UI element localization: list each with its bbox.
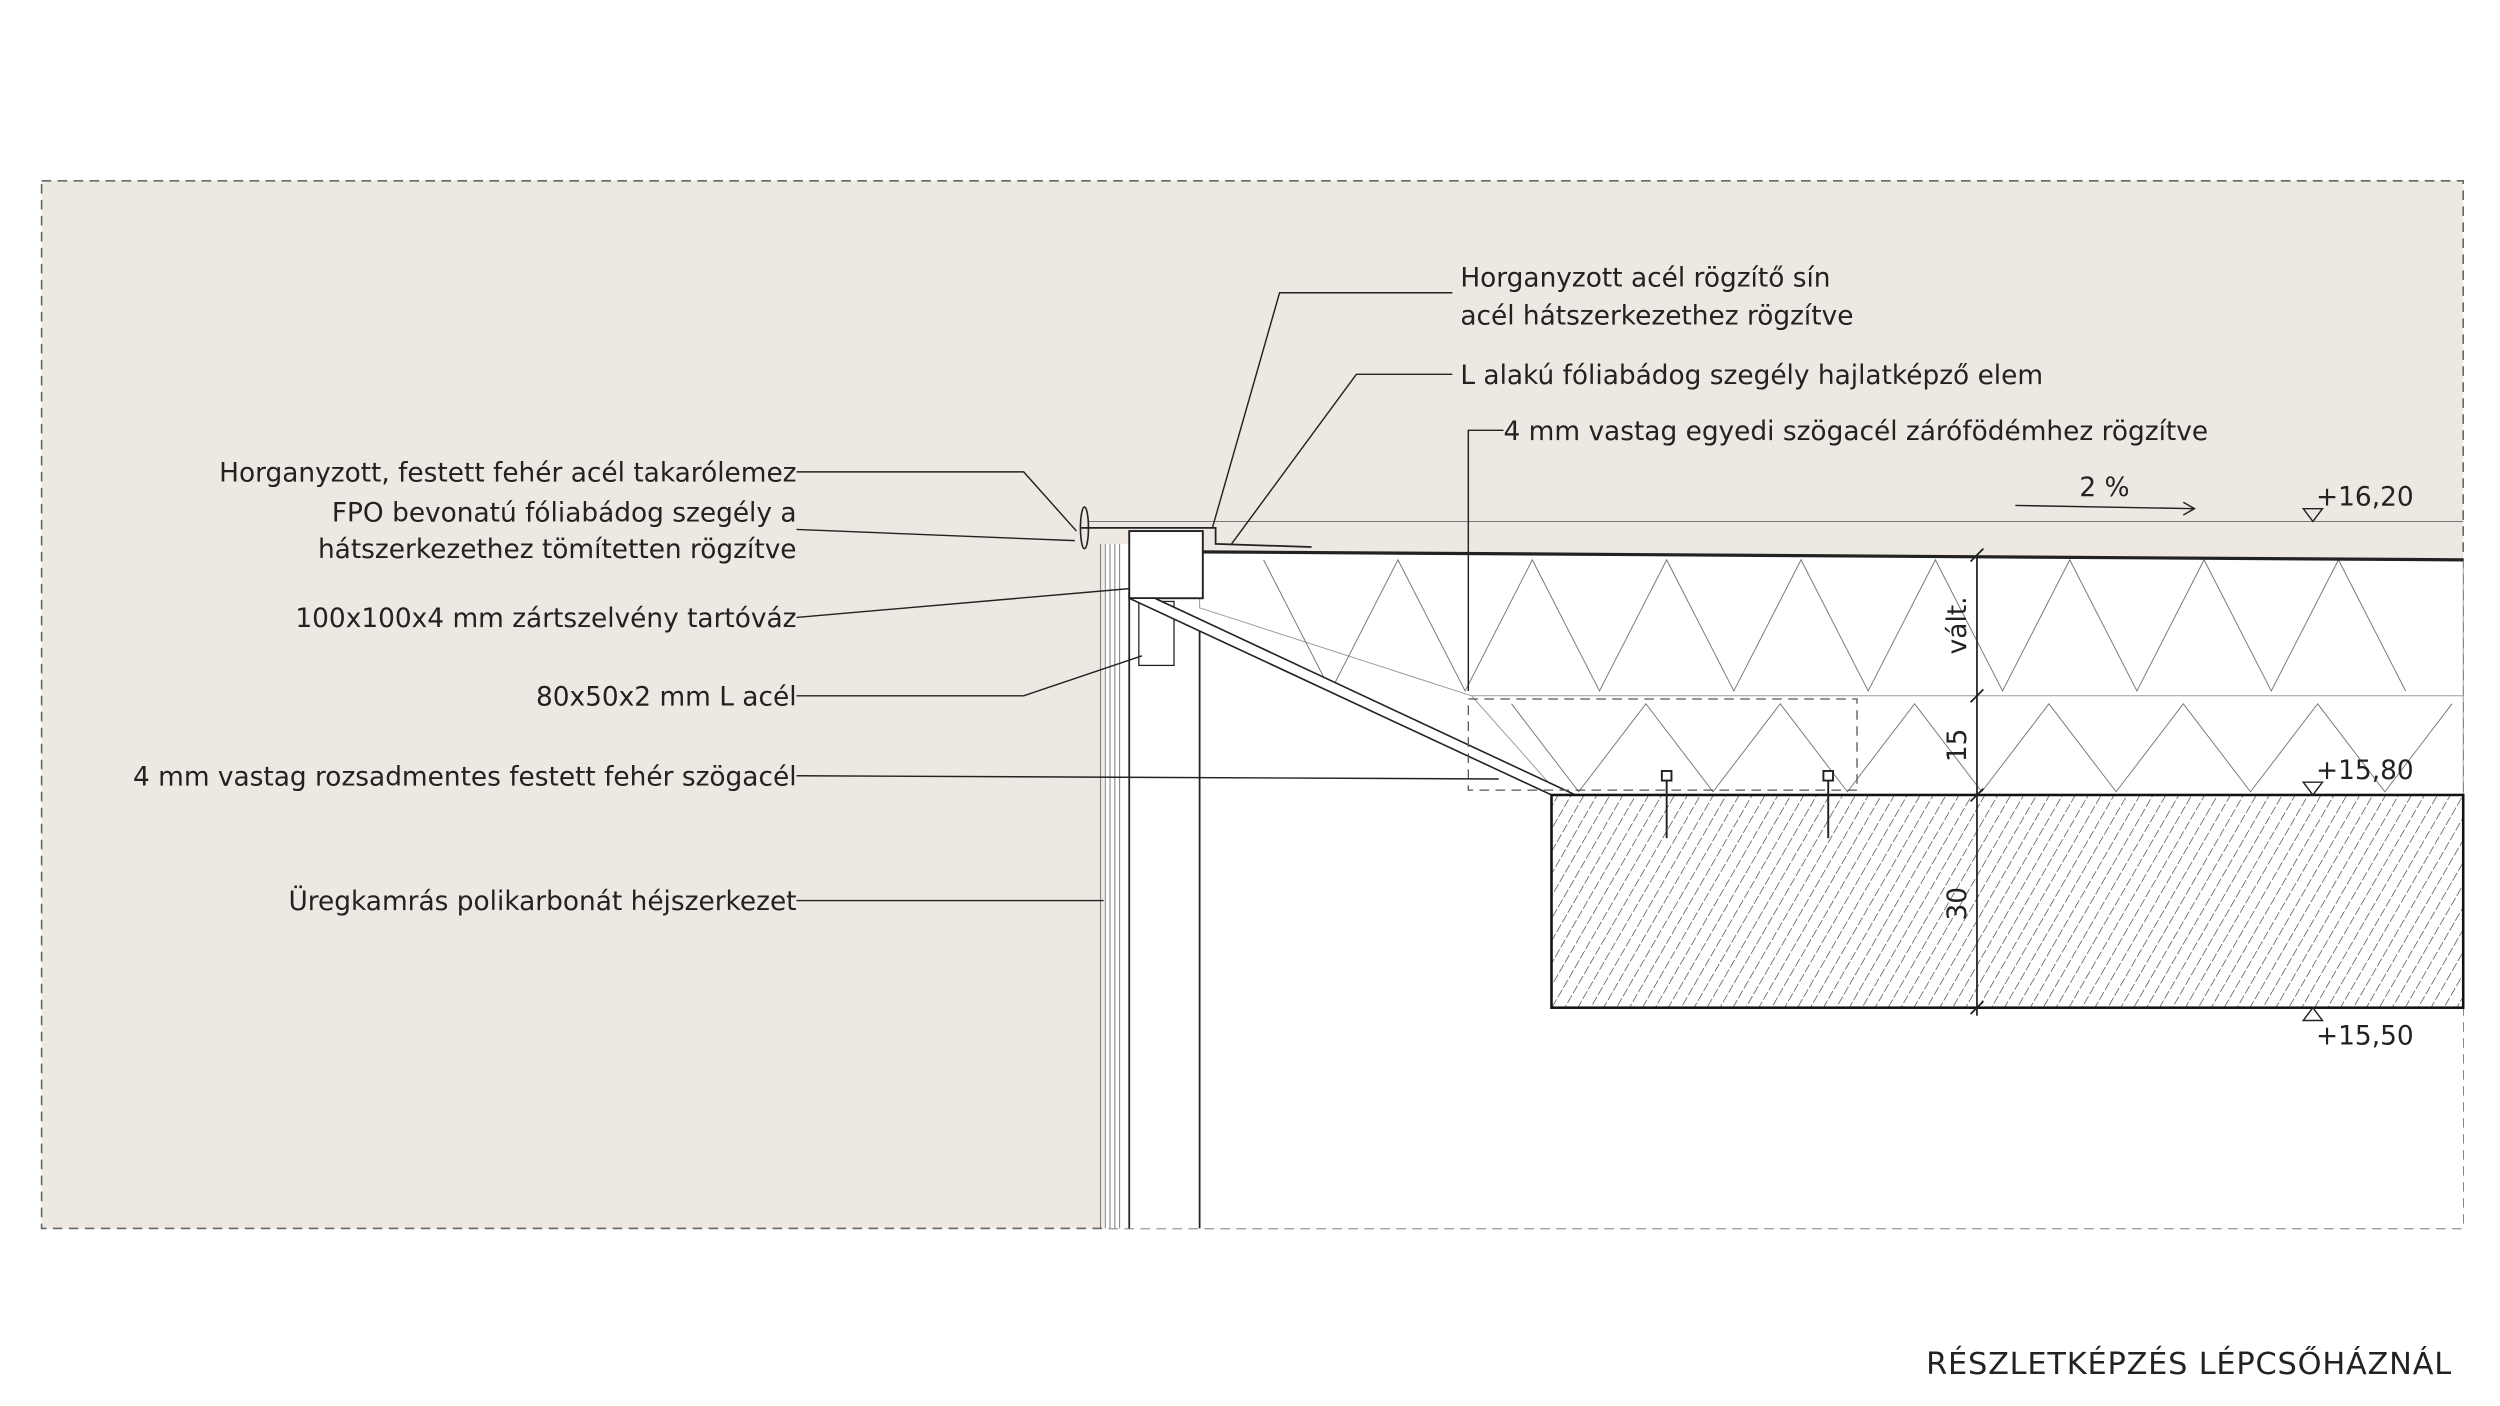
svg-text:+16,20: +16,20 — [2316, 482, 2414, 512]
leader-line — [1211, 292, 1453, 529]
slope-arrow — [2015, 501, 2196, 516]
level-marker: +15,50 — [2301, 1006, 2414, 1051]
leader-line — [1467, 429, 1504, 692]
dimension-label: 15 — [1943, 729, 1973, 763]
callout-l-flashing: L alakú fóliabádog szegély hajlatképző e… — [1460, 361, 2043, 391]
cover-plate — [1081, 526, 1312, 548]
callout-l-steel: 80x50x2 mm L acél — [536, 682, 797, 712]
callout-fpo-flashing: hátszerkezethez tömítetten rögzítve — [318, 535, 797, 565]
leader-line — [1231, 373, 1453, 545]
concrete-slab — [1550, 793, 2465, 1009]
leader-line — [796, 587, 1130, 619]
dimension-label: 30 — [1943, 887, 1973, 921]
polycarbonate-facade — [1099, 543, 1121, 1229]
leader-line — [796, 655, 1143, 697]
leader-line — [796, 775, 1499, 780]
rhs-steel-frame — [1128, 530, 1204, 600]
callout-fixing-rail: acél hátszerkezethez rögzítve — [1460, 302, 1853, 332]
callout-polycarbonate: Üregkamrás polikarbonát héjszerkezet — [288, 885, 796, 917]
roof-membrane — [1199, 550, 2464, 562]
leader-line — [796, 528, 1075, 542]
drawing-title: RÉSZLETKÉPZÉS LÉPCSŐHÁZNÁL — [1926, 1345, 2452, 1382]
callout-steel-angle: 4 mm vastag rozsadmentes festett fehér s… — [133, 762, 797, 792]
insulation-zigzag — [1263, 558, 2453, 793]
callout-cover-plate: Horganyzott, festett fehér acél takaróle… — [219, 458, 796, 488]
dimension-label: vált. — [1943, 597, 1973, 655]
svg-text:+15,80: +15,80 — [2316, 756, 2414, 786]
callout-rhs-frame: 100x100x4 mm zártszelvény tartóváz — [295, 604, 796, 634]
cover-plate-end — [1079, 506, 1090, 550]
anchor-screw — [1660, 770, 1834, 839]
leader-line — [796, 471, 1077, 532]
level-marker: +16,20 — [2301, 482, 2414, 523]
custom-angle-dashed — [1467, 698, 1858, 791]
callout-fpo-flashing: FPO bevonatú fóliabádog szegély a — [332, 498, 797, 528]
svg-text:+15,50: +15,50 — [2316, 1021, 2414, 1051]
callout-custom-angle: 4 mm vastag egyedi szögacél zárófödémhez… — [1504, 417, 2209, 447]
slope-label: 2 % — [2079, 473, 2129, 503]
callout-fixing-rail: Horganyzott acél rögzítő sín — [1460, 263, 1830, 293]
level-marker: +15,80 — [2301, 756, 2414, 797]
